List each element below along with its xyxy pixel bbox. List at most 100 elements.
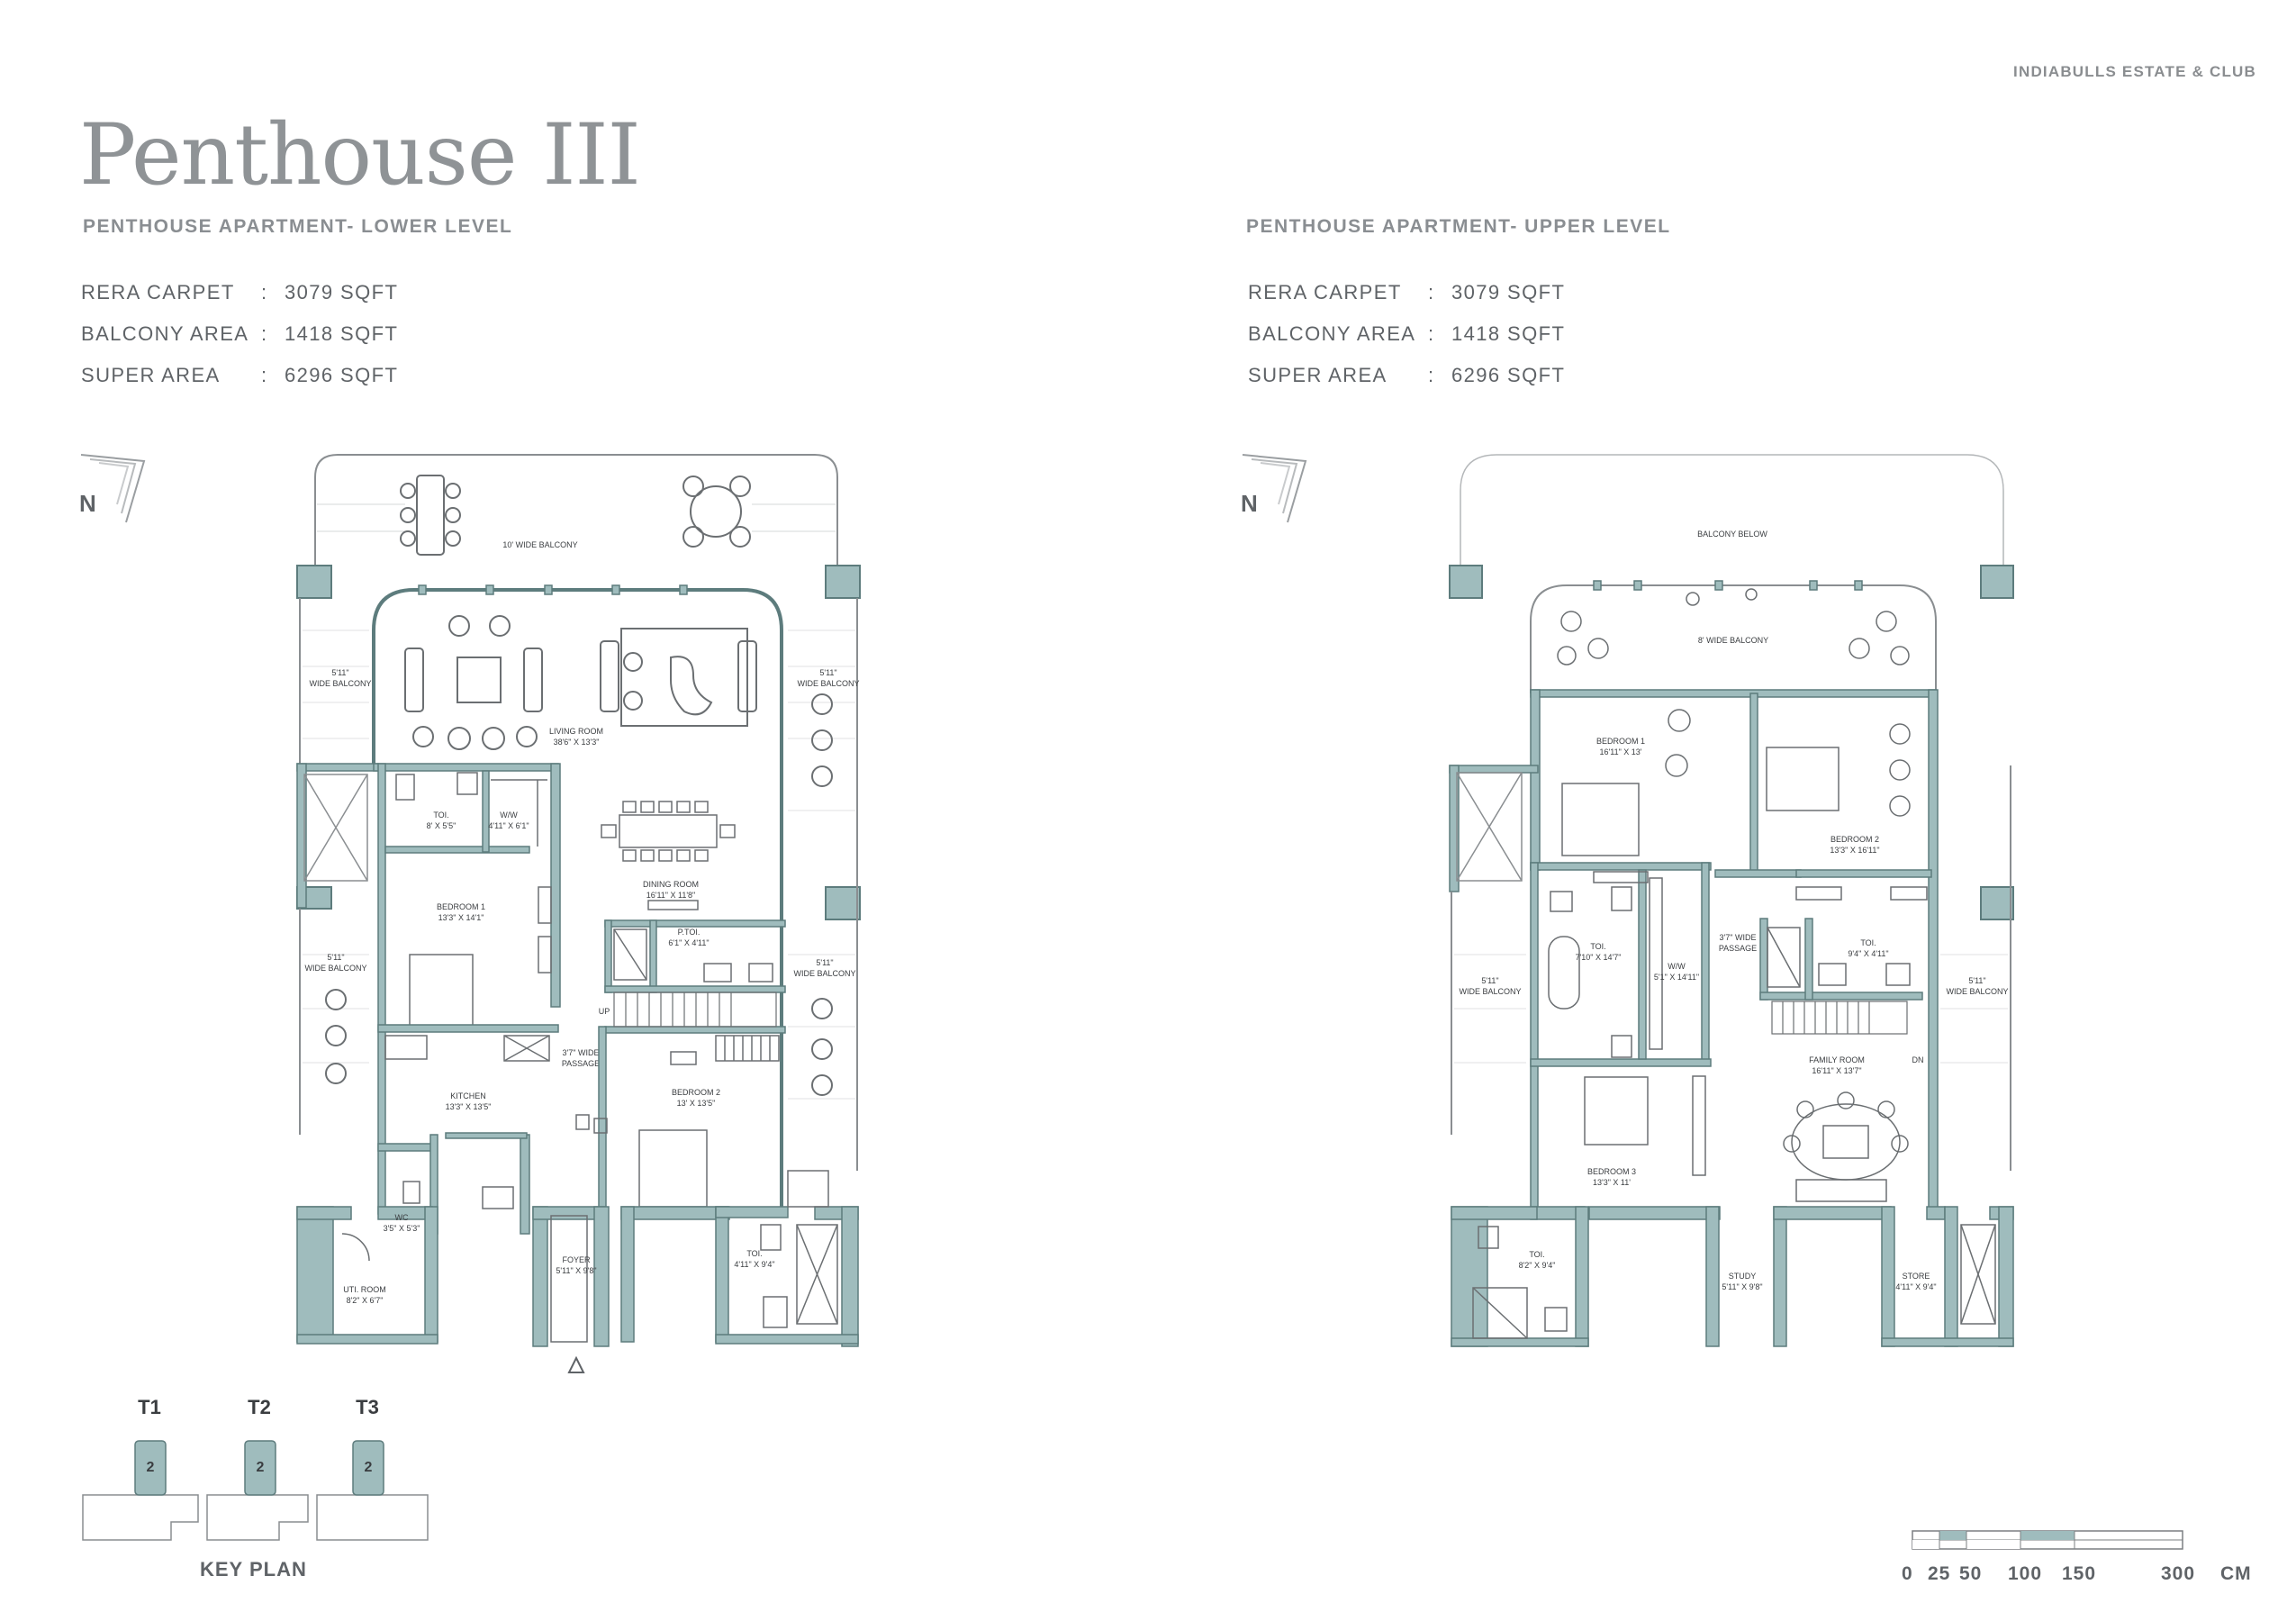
study-dim: 5'11" X 9'8"	[1722, 1282, 1762, 1291]
scale-tick-150: 150	[2062, 1563, 2097, 1584]
family-room-dim: 16'11" X 13'7"	[1812, 1066, 1861, 1075]
stair-down-label: DN	[1912, 1055, 1924, 1064]
dining-room-label: DINING ROOM	[643, 880, 699, 889]
upper-toilet-b-dim: 9'4" X 4'11"	[1848, 949, 1888, 958]
scale-tick-25: 25	[1928, 1563, 1951, 1584]
spec-row-rera: RERA CARPET:3079 SQFT	[81, 272, 398, 313]
living-room-label: LIVING ROOM	[549, 727, 603, 736]
upper-bedroom-1-label: BEDROOM 1	[1596, 737, 1645, 746]
bedroom-2-label: BEDROOM 2	[672, 1088, 720, 1097]
balcony-right-upper-label: 5'11"	[819, 668, 836, 677]
bedroom-3-dim: 13'3" X 11'	[1593, 1178, 1631, 1187]
upper-toilet-b-label: TOI.	[1860, 938, 1876, 947]
foyer-dim: 5'11" X 9'8"	[556, 1266, 596, 1275]
north-label: N	[1241, 490, 1258, 517]
scale-unit: CM	[2220, 1563, 2252, 1584]
upper-bedroom-2-label: BEDROOM 2	[1830, 835, 1879, 844]
upper-toilet-a-dim: 7'10" X 14'7"	[1576, 953, 1622, 962]
spec-label: RERA CARPET	[1248, 281, 1402, 303]
scale-tick-300: 300	[2161, 1563, 2196, 1584]
balcony-left-upper-label: 5'11"	[331, 668, 348, 677]
spec-row-balcony: BALCONY AREA:1418 SQFT	[81, 313, 398, 355]
spec-value: 6296 SQFT	[285, 364, 399, 386]
family-room-label: FAMILY ROOM	[1809, 1055, 1865, 1064]
page-title: Penthouse III	[79, 106, 641, 204]
spec-value: 1418 SQFT	[285, 322, 399, 345]
wiw-label: W/W	[500, 810, 518, 820]
upper-level-floor-plan: N BALCONY BELOW 8' WIDE BALCONY	[1241, 454, 2014, 1347]
key-plan-tower-2: T2	[248, 1396, 271, 1418]
store-label: STORE	[1903, 1272, 1930, 1281]
key-plan-tower-3: T3	[356, 1396, 379, 1418]
stair-up-label: UP	[599, 1007, 610, 1016]
upper-wiw-label: W/W	[1668, 962, 1686, 971]
toilet-2-dim: 4'11" X 9'4"	[734, 1260, 774, 1269]
bedroom-3-label: BEDROOM 3	[1587, 1167, 1636, 1176]
scale-bar	[1912, 1530, 2183, 1550]
balcony-left-lower-sub: WIDE BALCONY	[304, 964, 366, 973]
upper-wiw-dim: 5'1" X 14'11"	[1654, 973, 1699, 982]
upper-balcony-right-label: 5'11"	[1968, 976, 1985, 985]
upper-bedroom-1-dim: 16'11" X 13'	[1600, 747, 1642, 756]
living-room-dim: 38'6" X 13'3"	[554, 738, 600, 747]
wiw-dim: 4'11" X 6'1"	[488, 821, 529, 830]
upper-balcony-right-sub: WIDE BALCONY	[1946, 987, 2008, 996]
scale-tick-50: 50	[1959, 1563, 1983, 1584]
key-plan-unit-3: 2	[365, 1460, 373, 1475]
lower-level-subtitle: PENTHOUSE APARTMENT- LOWER LEVEL	[83, 216, 513, 237]
spec-value: 1418 SQFT	[1451, 322, 1566, 345]
lower-balcony-top-label: 10' WIDE BALCONY	[502, 540, 577, 549]
lower-level-floor-plan: N 10' WIDE BALCONY 5'11" WIDE BALCONY 5'…	[79, 454, 861, 1373]
spec-row-super: SUPER AREA:6296 SQFT	[81, 355, 398, 396]
scale-tick-100: 100	[2008, 1563, 2043, 1584]
north-label: N	[79, 490, 96, 517]
balcony-right-lower-label: 5'11"	[816, 958, 833, 967]
lower-level-specs: RERA CARPET:3079 SQFT BALCONY AREA:1418 …	[81, 272, 398, 396]
north-arrow-icon: N	[79, 454, 146, 523]
key-plan-tower-1: T1	[138, 1396, 161, 1418]
toilet-2-label: TOI.	[746, 1249, 762, 1258]
balcony-right-lower-sub: WIDE BALCONY	[793, 969, 855, 978]
key-plan: T1 T2 T3 2 2 2	[82, 1396, 429, 1541]
spec-row-super: SUPER AREA:6296 SQFT	[1248, 355, 1565, 396]
upper-toilet-a-label: TOI.	[1590, 942, 1605, 951]
kitchen-dim: 13'3" X 13'5"	[446, 1102, 492, 1111]
north-arrow-icon: N	[1241, 454, 1307, 523]
kitchen-label: KITCHEN	[450, 1091, 486, 1100]
spec-label: SUPER AREA	[1248, 364, 1388, 386]
key-plan-label: KEY PLAN	[200, 1558, 307, 1580]
passage-sub: PASSAGE	[562, 1059, 600, 1068]
spec-label: BALCONY AREA	[1248, 322, 1416, 345]
balcony-right-upper-sub: WIDE BALCONY	[797, 679, 859, 688]
dining-room-dim: 16'11" X 11'8"	[646, 891, 696, 900]
utility-room-label: UTI. ROOM	[343, 1285, 386, 1294]
wc-dim: 3'5" X 5'3"	[384, 1224, 420, 1233]
foyer-label: FOYER	[562, 1255, 591, 1264]
powder-toilet-label: P.TOI.	[678, 928, 701, 937]
upper-level-subtitle: PENTHOUSE APARTMENT- UPPER LEVEL	[1246, 216, 1671, 237]
upper-passage-label: 3'7" WIDE	[1720, 933, 1757, 942]
spec-label: RERA CARPET	[81, 281, 235, 303]
passage-label: 3'7" WIDE	[563, 1048, 600, 1057]
study-label: STUDY	[1729, 1272, 1757, 1281]
spec-row-rera: RERA CARPET:3079 SQFT	[1248, 272, 1565, 313]
scale-tick-0: 0	[1902, 1563, 1913, 1584]
spec-value: 3079 SQFT	[1451, 281, 1566, 303]
balcony-8ft-label: 8' WIDE BALCONY	[1698, 636, 1768, 645]
spec-row-balcony: BALCONY AREA:1418 SQFT	[1248, 313, 1565, 355]
balcony-below-label: BALCONY BELOW	[1697, 530, 1767, 539]
bedroom-1-dim: 13'3" X 14'1"	[438, 913, 484, 922]
powder-toilet-dim: 6'1" X 4'11"	[668, 938, 709, 947]
bedroom-2-dim: 13' X 13'5"	[677, 1099, 716, 1108]
wc-label: WC	[395, 1213, 409, 1222]
upper-balcony-left-sub: WIDE BALCONY	[1459, 987, 1521, 996]
entrance-arrow-icon	[567, 1355, 585, 1373]
store-dim: 4'11" X 9'4"	[1895, 1282, 1936, 1291]
brand-name: INDIABULLS ESTATE & CLUB	[2013, 63, 2256, 80]
bedroom-1-label: BEDROOM 1	[437, 902, 485, 911]
upper-toilet-c-dim: 8'2" X 9'4"	[1519, 1261, 1556, 1270]
utility-room-dim: 8'2" X 6'7"	[347, 1296, 384, 1305]
toilet-1-dim: 8' X 5'5"	[427, 821, 456, 830]
key-plan-unit-1: 2	[147, 1460, 155, 1475]
spec-label: BALCONY AREA	[81, 322, 249, 345]
